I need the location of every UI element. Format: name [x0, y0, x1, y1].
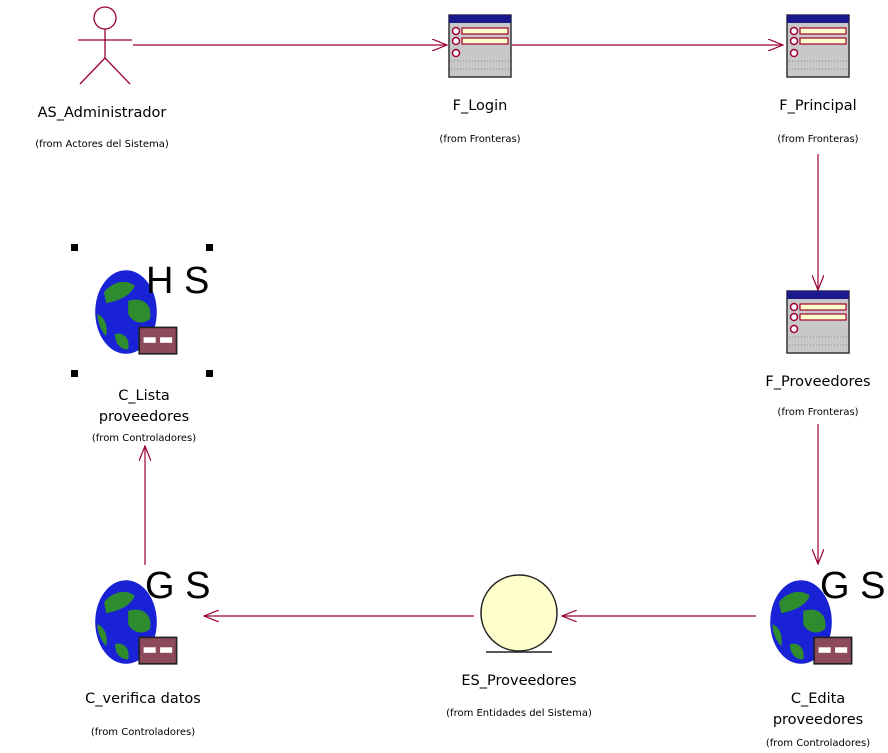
selection-handle-bottom-left[interactable]: [71, 370, 78, 377]
controller-node-edita[interactable]: G S C_Edita proveedores (from Controlado…: [766, 565, 886, 749]
boundary-package-login: (from Fronteras): [439, 134, 520, 145]
controller-stereotype-lista: H S: [146, 260, 209, 302]
controller-name-line1-edita: C_Edita: [791, 691, 845, 707]
boundary-name-principal: F_Principal: [779, 98, 856, 114]
controller-package-edita: (from Controladores): [766, 738, 870, 749]
actor-icon: [78, 6, 132, 85]
actor-package: (from Actores del Sistema): [35, 139, 169, 150]
boundary-package-proveedores: (from Fronteras): [777, 407, 858, 418]
controller-name-line2-lista: proveedores: [99, 409, 189, 425]
selection-handles[interactable]: [71, 244, 213, 377]
entity-icon: [480, 574, 558, 653]
actor-name: AS_Administrador: [38, 105, 167, 121]
connectors: [133, 45, 818, 616]
selection-handle-top-right[interactable]: [206, 244, 213, 251]
entity-name: ES_Proveedores: [461, 673, 576, 689]
boundary-node-proveedores[interactable]: F_Proveedores (from Fronteras): [765, 290, 871, 418]
controller-package-lista: (from Controladores): [92, 433, 196, 444]
boundary-package-principal: (from Fronteras): [777, 134, 858, 145]
entity-node[interactable]: ES_Proveedores (from Entidades del Siste…: [446, 574, 592, 719]
boundary-node-login[interactable]: F_Login (from Fronteras): [439, 14, 521, 145]
boundary-name-proveedores: F_Proveedores: [765, 374, 870, 390]
boundary-node-principal[interactable]: F_Principal (from Fronteras): [777, 14, 859, 145]
controller-stereotype-edita: G S: [820, 565, 885, 607]
boundary-icon: [448, 14, 512, 78]
actor-node[interactable]: AS_Administrador (from Actores del Siste…: [35, 6, 169, 150]
controller-package-verifica: (from Controladores): [91, 727, 195, 738]
controller-stereotype-verifica: G S: [145, 565, 210, 607]
boundary-icon: [786, 290, 850, 354]
controller-node-lista[interactable]: H S C_Lista proveedores (from Controlado…: [71, 244, 213, 444]
controller-name-line1-lista: C_Lista: [118, 388, 170, 404]
selection-handle-bottom-right[interactable]: [206, 370, 213, 377]
selection-handle-top-left[interactable]: [71, 244, 78, 251]
controller-node-verifica[interactable]: G S C_verifica datos (from Controladores…: [85, 565, 210, 738]
boundary-icon: [786, 14, 850, 78]
entity-package: (from Entidades del Sistema): [446, 708, 592, 719]
boundary-name-login: F_Login: [453, 98, 508, 114]
controller-name-verifica: C_verifica datos: [85, 691, 201, 707]
controller-name-line2-edita: proveedores: [773, 712, 863, 728]
